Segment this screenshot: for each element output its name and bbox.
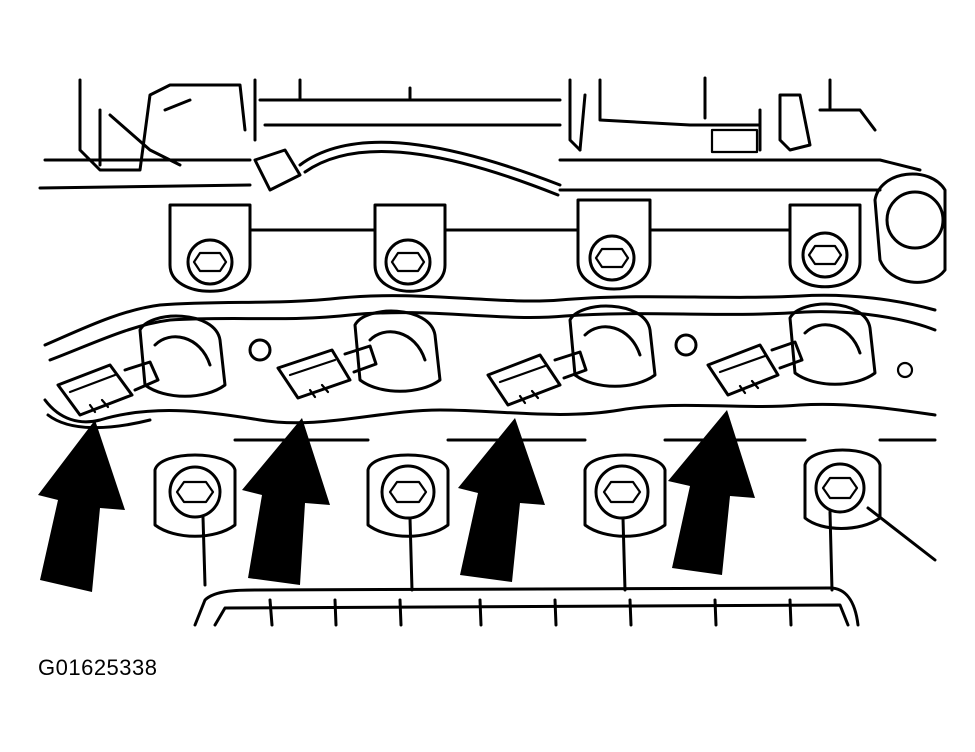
lower-pan: [193, 586, 860, 627]
upper-components: [38, 76, 922, 197]
arrow-3: [458, 418, 545, 582]
arrow-1: [38, 420, 125, 592]
coil-band: [43, 293, 937, 430]
upper-bolt-row: [168, 172, 947, 293]
figure-id-label: G01625338: [38, 655, 158, 680]
callout-arrows: [38, 410, 755, 592]
coil-connectors: [56, 340, 804, 417]
connector-2: [276, 344, 378, 400]
arrow-4: [668, 410, 755, 575]
arrow-2: [242, 418, 330, 585]
connector-4: [706, 340, 804, 397]
connector-1: [56, 360, 160, 417]
connector-3: [486, 350, 588, 407]
